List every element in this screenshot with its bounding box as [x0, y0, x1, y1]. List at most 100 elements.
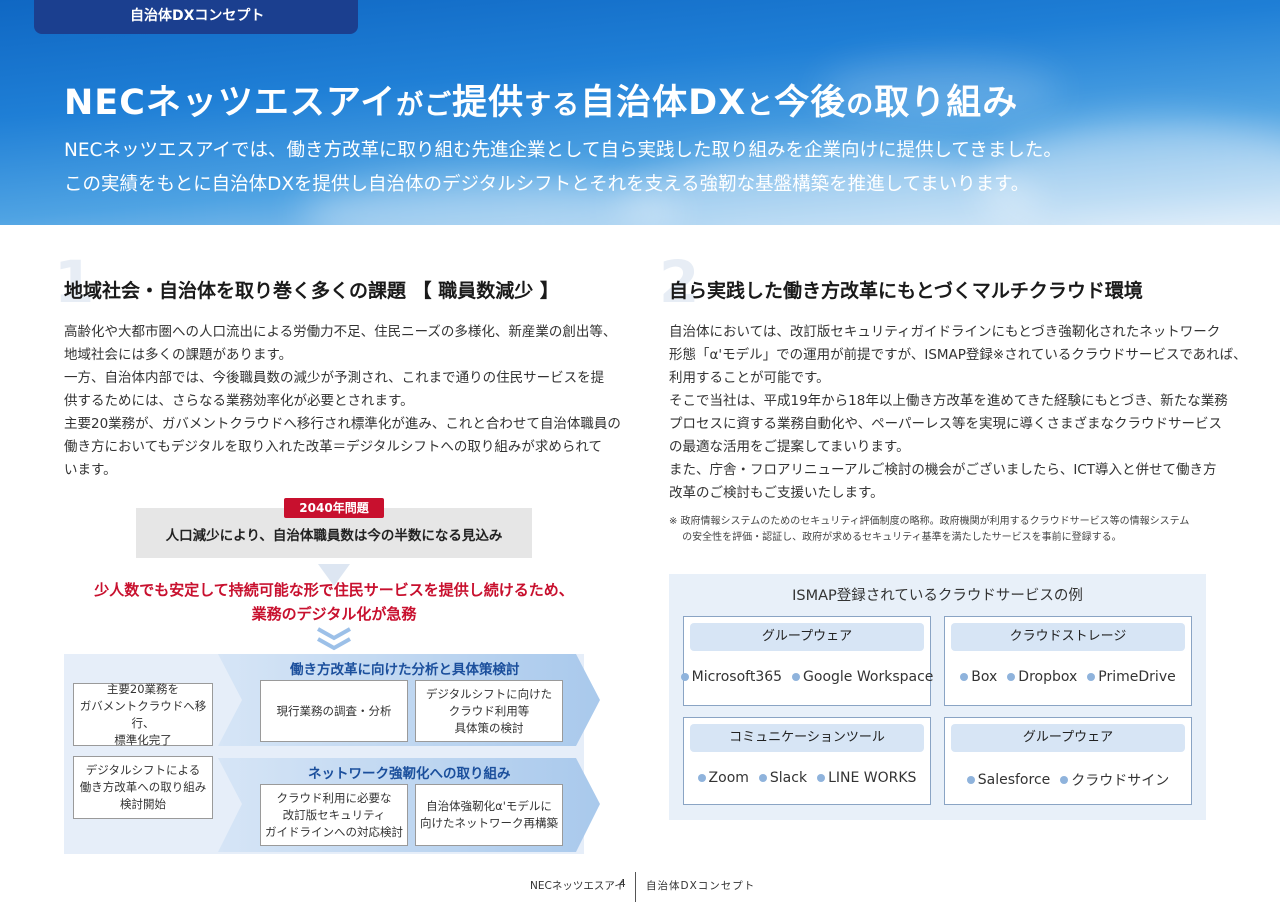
card-label: クラウドストレージ	[951, 623, 1185, 651]
footer-section: 自治体DXコンセプト	[646, 880, 756, 892]
section-tab: 自治体DXコンセプト	[34, 0, 358, 34]
hero-banner: 自治体DXコンセプト NECネッツエスアイがご提供する自治体DXと今後の取り組み…	[0, 0, 1280, 225]
service-name: PrimeDrive	[1098, 669, 1176, 685]
upper-box: 現行業務の調査・分析	[260, 680, 408, 742]
card-items: Zoom Slack LINE WORKS	[684, 770, 930, 786]
bullet-dot-icon	[697, 774, 706, 782]
title-part: と	[746, 90, 775, 121]
service-item: Zoom	[697, 770, 749, 786]
service-item: Slack	[758, 770, 808, 786]
body-line: 高齢化や大都市圏への人口流出による労働力不足、住民ニーズの多様化、新産業の創出等…	[64, 324, 617, 340]
body-line: 地域社会には多くの課題があります。	[64, 347, 293, 363]
footer-divider	[635, 872, 636, 902]
lower-box: 自治体強靭化α'モデルに 向けたネットワーク再構築	[415, 784, 563, 846]
service-item: クラウドサイン	[1060, 770, 1169, 790]
title-part: 提供	[452, 83, 525, 123]
service-name: Salesforce	[977, 772, 1051, 788]
ismap-panel: ISMAP登録されているクラウドサービスの例 グループウェア Microsoft…	[669, 574, 1206, 820]
body-line: プロセスに資する業務自動化や、ペーパーレス等を実現に導くさまざまなクラウドサービ…	[669, 416, 1222, 432]
cloud-decoration	[820, 60, 1060, 120]
service-item: PrimeDrive	[1087, 669, 1176, 685]
service-name: LINE WORKS	[828, 770, 917, 786]
service-card: グループウェア Microsoft365 Google Workspace	[680, 616, 933, 706]
service-item: Salesforce	[966, 770, 1051, 790]
bullet-dot-icon	[792, 673, 801, 681]
page-title: NECネッツエスアイがご提供する自治体DXと今後の取り組み	[64, 74, 1018, 125]
title-part: 取り組み	[874, 83, 1019, 123]
subtitle-line: この実績をもとに自治体DXを提供し自治体のデジタルシフトとそれを支える強靭な基盤…	[64, 174, 1030, 195]
bullet-dot-icon	[966, 776, 975, 784]
service-item: Google Workspace	[792, 669, 933, 685]
bullet-dot-icon	[817, 774, 826, 782]
card-label: グループウェア	[951, 724, 1185, 752]
title-part: NECネッツエスアイ	[64, 83, 397, 123]
bullet-dot-icon	[1087, 673, 1096, 681]
service-card: クラウドストレージ Box Dropbox PrimeDrive	[944, 616, 1192, 706]
service-card: コミュニケーションツール Zoom Slack LINE WORKS	[683, 717, 931, 805]
body-line: 供するためには、さらなる業務効率化が必要とされます。	[64, 393, 414, 409]
service-name: Slack	[769, 770, 808, 786]
page-subtitle: NECネッツエスアイでは、働き方改革に取り組む先進企業として自ら実践した取り組み…	[64, 134, 1062, 202]
body-line: 働き方においてもデジタルを取り入れた改革＝デジタルシフトへの取り組みが求められて	[64, 439, 602, 455]
ismap-title: ISMAP登録されているクラウドサービスの例	[792, 588, 1083, 604]
section1-title: 地域社会・自治体を取り巻く多くの課題 【 職員数減少 】	[64, 280, 559, 302]
bullet-dot-icon	[1060, 776, 1069, 784]
service-name: クラウドサイン	[1071, 773, 1170, 789]
body-line: 利用することが可能です。	[669, 370, 830, 386]
message-line: 業務のデジタル化が急務	[251, 605, 417, 623]
upper-chevron-title: 働き方改革に向けた分析と具体策検討	[290, 662, 520, 678]
bullet-dot-icon	[758, 774, 767, 782]
section2-number: 2	[659, 248, 700, 316]
lower-box: クラウド利用に必要な 改訂版セキュリティ ガイドラインへの対応検討	[260, 784, 408, 846]
section1-body: 高齢化や大都市圏への人口流出による労働力不足、住民ニーズの多様化、新産業の創出等…	[64, 321, 621, 482]
service-name: Dropbox	[1018, 669, 1078, 685]
footnote-line: の安全性を評価・認証し、政府が求めるセキュリティ基準を満たしたサービスを事前に登…	[669, 532, 1122, 543]
body-line: の最適な活用をご提案してまいります。	[669, 439, 910, 455]
arrow-down-icon	[318, 564, 350, 586]
title-part: の	[846, 90, 875, 121]
title-part: 今後	[774, 83, 847, 123]
bullet-dot-icon	[680, 673, 689, 681]
section2-title: 自ら実践した働き方改革にもとづくマルチクラウド環境	[669, 280, 1143, 302]
double-chevron-down-icon	[317, 627, 351, 651]
message-line: 少人数でも安定して持続可能な形で住民サービスを提供し続けるため、	[94, 581, 574, 599]
section1-number: 1	[54, 248, 95, 316]
left-box: デジタルシフトによる 働き方改革への取り組み 検討開始	[73, 756, 213, 819]
subtitle-line: NECネッツエスアイでは、働き方改革に取り組む先進企業として自ら実践した取り組み…	[64, 140, 1062, 161]
service-item: Dropbox	[1007, 669, 1077, 685]
service-name: Box	[971, 669, 998, 685]
card-items: Box Dropbox PrimeDrive	[945, 669, 1191, 685]
footnote-line: ※ 政府情報システムのためのセキュリティ評価制度の略称。政府機関が利用するクラウ…	[669, 516, 1190, 527]
section2-body: 自治体においては、改訂版セキュリティガイドラインにもとづき強靭化されたネットワー…	[669, 321, 1247, 505]
service-name: Microsoft365	[691, 669, 783, 685]
title-part: 自治体DX	[580, 83, 747, 123]
service-card: グループウェア Salesforce クラウドサイン	[944, 717, 1192, 805]
body-line: そこで当社は、平成19年から18年以上働き方改革を進めてきた経験にもとづき、新た…	[669, 393, 1228, 409]
body-line: 改革のご検討もご支援いたします。	[669, 485, 884, 501]
title-part: する	[524, 90, 581, 121]
service-item: Microsoft365	[680, 669, 783, 685]
service-item: LINE WORKS	[817, 770, 916, 786]
bullet-dot-icon	[960, 673, 969, 681]
bullet-dot-icon	[1007, 673, 1016, 681]
year-2040-badge: 2040年問題	[284, 498, 384, 518]
lower-chevron-title: ネットワーク強靭化への取り組み	[308, 766, 511, 782]
footer-company: NECネッツエスアイ	[530, 880, 625, 892]
service-item: Box	[960, 669, 997, 685]
body-line: 形態「α'モデル」での運用が前提ですが、ISMAP登録※されているクラウドサービ…	[669, 347, 1247, 363]
card-items: Salesforce クラウドサイン	[945, 770, 1191, 790]
urgent-message: 少人数でも安定して持続可能な形で住民サービスを提供し続けるため、 業務のデジタル…	[64, 578, 604, 626]
footer-page-number: 4	[619, 878, 626, 890]
body-line: 自治体においては、改訂版セキュリティガイドラインにもとづき強靭化されたネットワー…	[669, 324, 1221, 340]
card-label: グループウェア	[690, 623, 924, 651]
card-label: コミュニケーションツール	[690, 724, 924, 752]
left-box: 主要20業務を ガバメントクラウドへ移行、 標準化完了	[73, 682, 213, 747]
body-line: 主要20業務が、ガバメントクラウドへ移行され標準化が進み、これと合わせて自治体職…	[64, 416, 621, 432]
upper-box: デジタルシフトに向けた クラウド利用等 具体策の検討	[415, 680, 563, 742]
card-items: Microsoft365 Google Workspace	[680, 669, 933, 685]
body-line: います。	[64, 462, 117, 478]
body-line: また、庁舎・フロアリニューアルご検討の機会がございましたら、ICT導入と併せて働…	[669, 462, 1217, 478]
footnote: ※ 政府情報システムのためのセキュリティ評価制度の略称。政府機関が利用するクラウ…	[669, 514, 1189, 546]
service-name: Zoom	[708, 770, 749, 786]
title-part: がご	[396, 90, 453, 121]
